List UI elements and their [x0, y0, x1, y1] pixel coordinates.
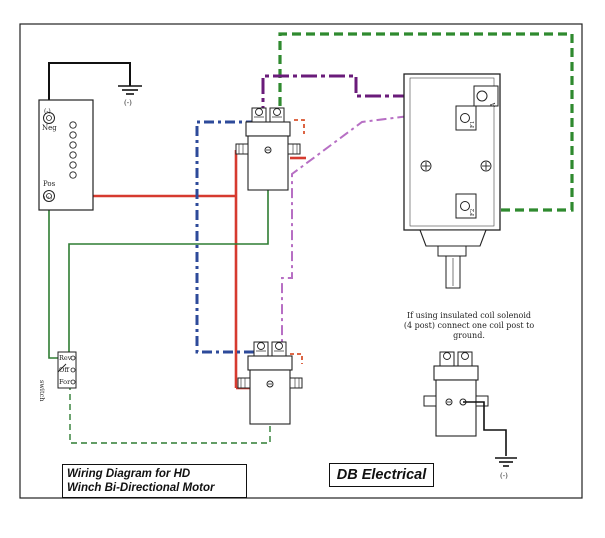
- switch-off-label: Off: [59, 366, 70, 374]
- battery-pos-symbol: (+): [44, 194, 52, 201]
- armature-wire: [261, 74, 478, 122]
- winch-motor: [403, 73, 501, 289]
- motor-terminal-f2-label: F2: [470, 209, 476, 216]
- coil-ground-wire: [463, 401, 507, 456]
- battery: [38, 99, 94, 211]
- ground-top-icon: [118, 85, 142, 95]
- field-wire-blue: [195, 120, 256, 354]
- diagram-title-line2: Winch Bi-Directional Motor: [67, 482, 215, 494]
- insulated-solenoid-example: [423, 351, 489, 437]
- diagram-title-box: Wiring Diagram for HD Winch Bi-Direction…: [62, 464, 247, 498]
- battery-cell-caps: [69, 121, 77, 179]
- ground-bottom-icon: [495, 457, 517, 467]
- battery-ground-wire: [48, 62, 131, 112]
- direction-switch: [57, 351, 77, 389]
- insulated-solenoid-note: If using insulated coil solenoid (4 post…: [403, 311, 535, 340]
- brand-label: DB Electrical: [329, 463, 434, 487]
- motor-terminal-a-label: A: [490, 102, 497, 108]
- motor-terminal-posts: [455, 85, 499, 219]
- coil-link-wires: [290, 119, 305, 364]
- field-wire-green: [278, 32, 574, 212]
- switch-for-label: For: [59, 378, 71, 386]
- switch-rev-label: Rev: [59, 354, 72, 362]
- switch-title: switch: [38, 380, 46, 401]
- battery-neg-symbol: (-): [44, 108, 51, 115]
- switch-wires: [48, 172, 269, 380]
- battery-pos-label: Pos: [43, 180, 56, 188]
- battery-neg-label: Neg: [42, 124, 57, 132]
- ground-top-symbol: (-): [124, 99, 132, 107]
- ground-bottom-symbol: (-): [500, 472, 508, 480]
- diagram-title-line1: Wiring Diagram for HD: [67, 468, 191, 480]
- motor-terminal-f1-label: F1: [470, 121, 476, 128]
